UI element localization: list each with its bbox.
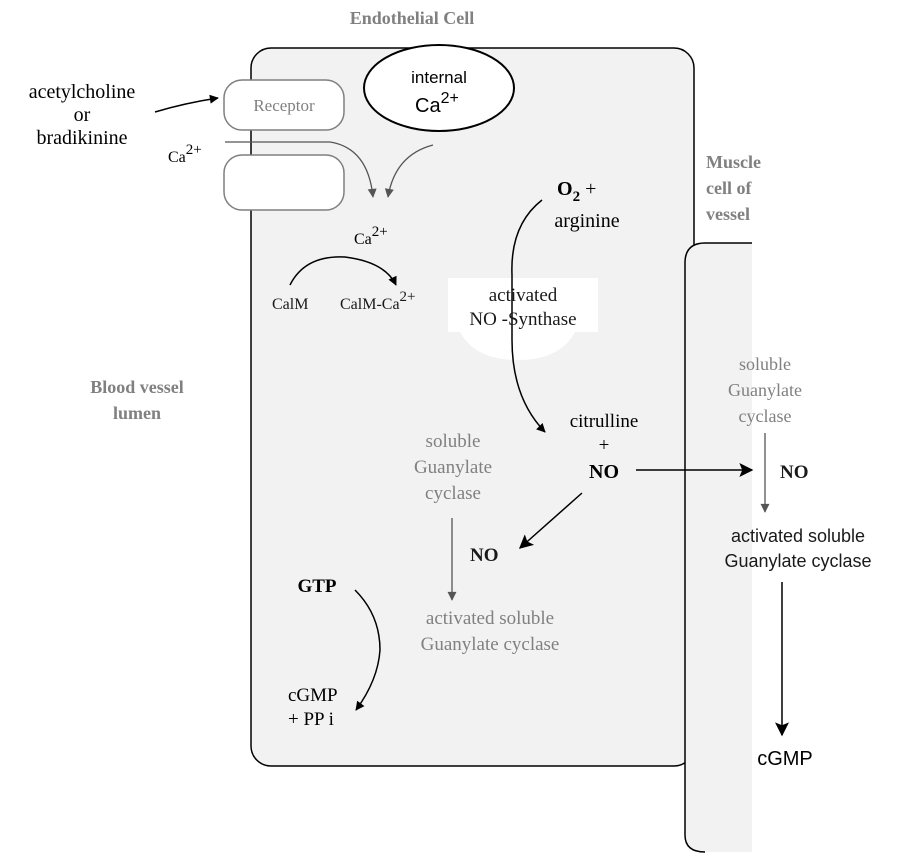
endo-guanylate-label: Guanylate xyxy=(414,457,492,478)
gtp-label: GTP xyxy=(297,576,336,597)
blood-vessel-label: Blood vessel xyxy=(90,377,184,397)
endo-activated-soluble-label: activated soluble xyxy=(426,608,554,629)
muscle-cell-outline xyxy=(684,242,752,853)
o2-label: O2+ xyxy=(557,178,596,205)
extracellular-ca-label: Ca2+ xyxy=(168,142,202,166)
citrulline-label: citrulline xyxy=(570,411,639,432)
endo-guanylate-cyclase-label: Guanylate cyclase xyxy=(421,634,560,655)
receptor xyxy=(223,79,345,131)
muscle-cell xyxy=(685,243,752,852)
synthase-reaction-arrow xyxy=(511,199,546,433)
internal-ca-label: Ca2+ xyxy=(415,90,459,117)
cytosolic-ca-label: Ca2+ xyxy=(354,224,388,248)
acetylcholine-label: acetylcholine xyxy=(29,81,136,103)
receptor-label: Receptor xyxy=(253,96,315,115)
calm-label: CalM xyxy=(272,296,308,313)
muscle-label-2: cell of xyxy=(706,178,752,198)
synthase-highlight xyxy=(448,278,598,360)
agonist-arrow xyxy=(154,94,219,113)
muscle-soluble-label: soluble xyxy=(739,354,791,374)
no-to-cyclase-arrow xyxy=(518,492,583,549)
muscle-label-1: Muscle xyxy=(706,152,761,172)
calm-ca-label: CalM-Ca2+ xyxy=(340,289,416,313)
activated-label: activated xyxy=(489,285,558,306)
channel xyxy=(223,154,345,211)
muscle-label-3: vessel xyxy=(706,204,750,224)
endo-cgmp-label: cGMP xyxy=(288,685,338,706)
lumen-label: lumen xyxy=(113,403,161,423)
muscle-cgmp-label: cGMP xyxy=(757,748,813,770)
bradikinine-label: bradikinine xyxy=(36,127,127,149)
arginine-label: arginine xyxy=(554,210,619,232)
muscle-guanylate-cyclase-label: Guanylate cyclase xyxy=(724,551,871,571)
endo-cyclase-label: cyclase xyxy=(425,483,481,504)
gtp-conversion-arrow xyxy=(354,589,381,711)
no-product-label: NO xyxy=(589,461,619,483)
muscle-cyclase-label: cyclase xyxy=(739,406,792,426)
endo-soluble-label: soluble xyxy=(426,431,481,452)
or-label: or xyxy=(74,104,91,126)
internal-label: internal xyxy=(411,68,467,87)
calm-binding-arrow xyxy=(289,256,397,286)
muscle-activated-soluble-label: activated soluble xyxy=(731,526,865,546)
no-synthase-label: NO -Synthase xyxy=(469,309,576,330)
endothelial-cell-title: Endothelial Cell xyxy=(350,8,475,28)
endo-no-label: NO xyxy=(470,545,499,566)
muscle-no-label: NO xyxy=(780,462,809,483)
ca-influx-arrow xyxy=(225,141,377,198)
ppi-label: + PP i xyxy=(288,709,334,730)
internal-ca-store xyxy=(363,44,515,132)
ca-release-arrow xyxy=(384,144,434,198)
citrulline-plus: + xyxy=(599,435,610,456)
muscle-guanylate-label: Guanylate xyxy=(728,380,802,400)
